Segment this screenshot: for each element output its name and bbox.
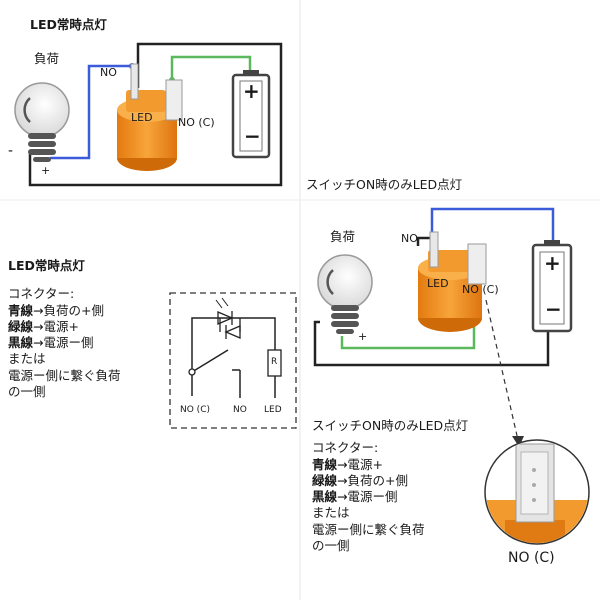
diagram1-minus: - <box>8 143 14 159</box>
battery1-minus: − <box>244 124 261 148</box>
legend2: スイッチON時のみLED点灯 コネクター: 青線→電源+ 緑線→負荷の+側 黒線… <box>312 418 468 554</box>
battery2-plus: + <box>544 251 561 275</box>
legend1-alt-2: の一側 <box>8 383 46 399</box>
diagram1-load-label: 負荷 <box>34 51 60 66</box>
battery-1 <box>231 70 271 159</box>
legend2-or: または <box>312 505 350 521</box>
switch-1 <box>117 63 183 171</box>
black-wire-top <box>136 42 283 187</box>
legend2-line-1: 青線→電源+ <box>312 456 383 472</box>
schematic <box>169 292 297 429</box>
diagram1-title: LED常時点灯 <box>30 17 107 32</box>
legend1-line-2: 緑線→電源+ <box>8 318 79 334</box>
diagram2-title: スイッチON時のみLED点灯 <box>306 177 463 192</box>
legend2-line-2: 緑線→負荷の+側 <box>312 472 408 488</box>
diagram2-plus: + <box>358 330 368 343</box>
black-wire-2-bottom <box>313 320 550 367</box>
led-symbol <box>215 297 241 339</box>
legend2-alt-2: の一側 <box>312 537 350 553</box>
legend1-line-3: 黒線→電源ー側 <box>8 335 94 350</box>
zoom-label: NO (C) <box>508 550 555 566</box>
load-bulb-1 <box>14 82 70 162</box>
diagram1 <box>14 42 283 187</box>
zoom-detail <box>484 439 590 545</box>
schematic-led: LED <box>264 405 282 415</box>
legend2-line-3: 黒線→電源ー側 <box>312 489 398 504</box>
battery2-minus: − <box>545 297 562 321</box>
diagram2-load-label: 負荷 <box>330 229 356 244</box>
diagram1-plus: + <box>41 164 51 177</box>
legend2-alt-1: 電源ー側に繋ぐ負荷 <box>312 521 425 537</box>
legend1-alt-1: 電源ー側に繋ぐ負荷 <box>8 367 121 383</box>
load-bulb-2 <box>317 254 373 334</box>
diagram2-led-label: LED <box>427 277 449 290</box>
blue-wire <box>50 64 132 160</box>
legend2-title: スイッチON時のみLED点灯 <box>312 418 469 433</box>
black-wire-2 <box>416 236 434 246</box>
diagram2-noc-label: NO (C) <box>462 283 499 296</box>
diagram2 <box>313 207 573 447</box>
legend1-connector: コネクター: <box>8 286 75 302</box>
legend2-connector: コネクター: <box>312 440 379 456</box>
black-wire-bottom <box>28 150 250 187</box>
schematic-r: R <box>271 357 278 367</box>
switch-2 <box>418 231 487 332</box>
legend1: LED常時点灯 コネクター: 青線→負荷の+側 緑線→電源+ 黒線→電源ー側 ま… <box>8 258 121 400</box>
diagram1-no-label: NO <box>100 66 117 79</box>
legend1-line-1: 青線→負荷の+側 <box>8 302 104 318</box>
diagram2-no-label: NO <box>401 232 418 245</box>
schematic-no: NO <box>233 405 247 415</box>
battery-2 <box>531 240 573 333</box>
schematic-noc: NO (C) <box>180 405 210 415</box>
diagram1-noc-label: NO (C) <box>178 116 215 129</box>
blue-wire-2 <box>430 207 555 245</box>
diagram1-led-label: LED <box>131 111 153 124</box>
battery1-plus: + <box>243 79 260 103</box>
legend1-title: LED常時点灯 <box>8 258 85 273</box>
legend1-or: または <box>8 351 46 367</box>
